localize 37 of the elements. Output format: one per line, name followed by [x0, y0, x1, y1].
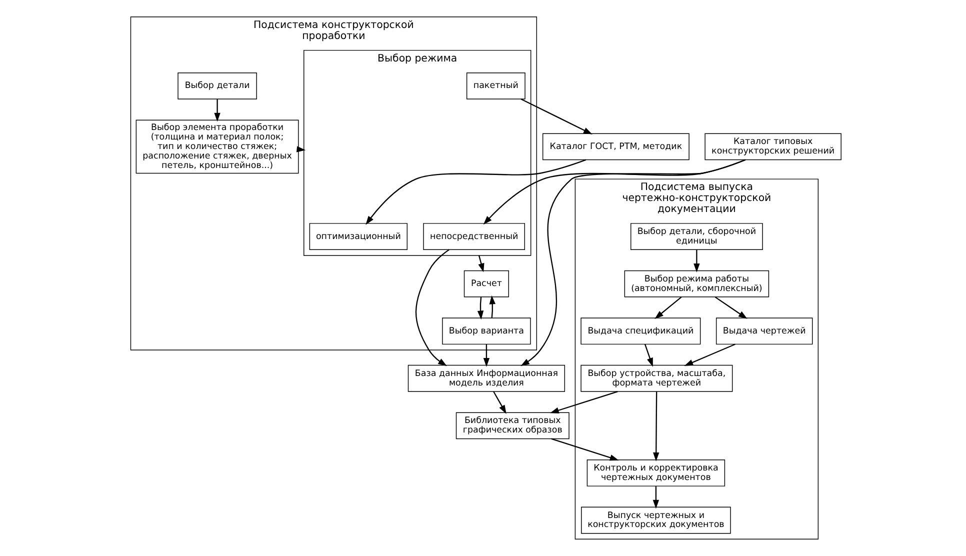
node-box: Выбор режима работы (автономный, комплексный)	[624, 270, 770, 298]
arrow	[483, 344, 490, 367]
arrow	[684, 344, 736, 366]
arrow	[714, 296, 748, 319]
node-box: Выдача спецификаций	[580, 318, 701, 345]
node-box: Расчет	[464, 270, 509, 298]
node-box: Выбор детали, сборочной единицы	[630, 223, 763, 250]
node-box: Выдача чертежей	[716, 318, 813, 345]
arrow	[493, 391, 506, 414]
arrow	[478, 255, 484, 272]
arrow	[644, 344, 653, 367]
arrow	[654, 296, 682, 319]
node-box: оптимизационный	[309, 223, 408, 250]
node-box: Контроль и корректировка чертежных документов	[586, 460, 726, 486]
arrow	[415, 249, 450, 366]
arrow	[551, 438, 619, 461]
node-box: Выбор детали	[178, 72, 257, 100]
arrow	[366, 159, 586, 225]
arrow	[214, 99, 220, 122]
node-box: Выбор устройства, масштаба, формата чертежей	[580, 364, 733, 392]
node-box: Каталог ГОСТ, РТМ, методик	[542, 133, 690, 160]
node-box: Библиотека типовых графических образов	[456, 412, 570, 440]
node-box: непосредственный	[423, 223, 525, 250]
node-box: Каталог типовых конструкторских решений	[704, 133, 842, 160]
node-box: пакетный	[466, 72, 526, 100]
node-box: База данных Информационная модель изделия	[408, 364, 566, 392]
arrow	[477, 297, 484, 320]
arrow	[694, 250, 700, 272]
arrow	[483, 159, 746, 225]
arrow	[489, 295, 496, 318]
arrow	[550, 390, 618, 414]
node-box: Выпуск чертежных и конструкторских документов	[581, 506, 731, 534]
arrow	[520, 98, 592, 134]
arrow	[653, 392, 660, 462]
node-box: Выбор варианта	[442, 318, 531, 345]
arrow	[520, 159, 746, 366]
arrow	[652, 486, 660, 509]
